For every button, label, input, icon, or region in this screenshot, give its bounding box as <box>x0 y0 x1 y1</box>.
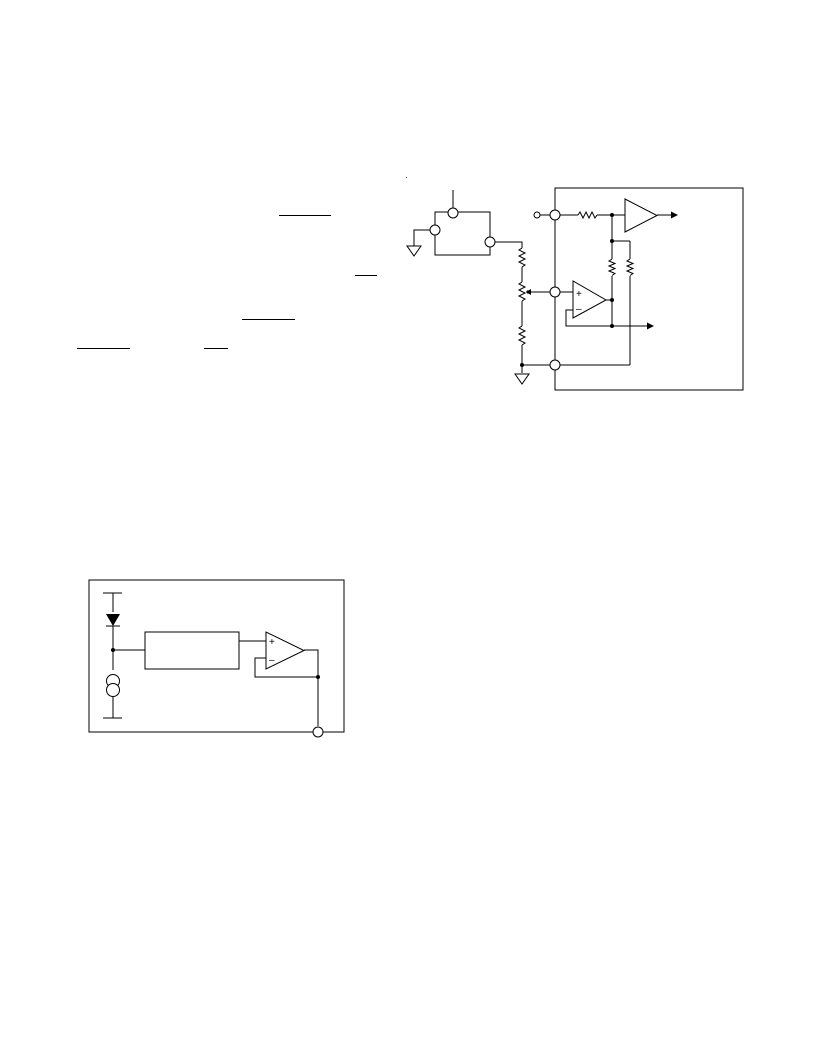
source-pin-left <box>429 224 441 236</box>
divider-resistor-2 <box>625 258 635 276</box>
device-pin-ground <box>549 359 561 371</box>
opamp-upper-minus: – <box>576 304 582 315</box>
lower-circuit-diagram: + – <box>88 579 345 738</box>
divider-resistor-1 <box>607 258 617 276</box>
stray-mark <box>406 177 407 178</box>
diode <box>106 614 120 626</box>
fraction-bar-3 <box>242 319 295 320</box>
ground-symbol-1 <box>406 245 422 257</box>
ground-symbol-2 <box>514 373 530 385</box>
source-pin-right <box>484 236 496 248</box>
upper-circuit-diagram: + – <box>406 187 744 391</box>
fraction-bar-5 <box>204 348 228 349</box>
lower-device-box <box>88 579 345 733</box>
buffer-amplifier <box>624 198 659 233</box>
resistor-bottom <box>517 325 527 346</box>
source-block <box>434 211 491 256</box>
opamp-lower <box>265 631 306 670</box>
lower-output-pin <box>312 726 324 738</box>
opamp-upper <box>572 280 608 319</box>
fraction-bar-4 <box>77 348 130 349</box>
device-pin-trim <box>549 286 561 298</box>
fraction-bar-2 <box>355 275 377 276</box>
device-pin-output <box>549 209 561 221</box>
potentiometer <box>517 281 527 302</box>
opamp-lower-plus: + <box>269 637 275 648</box>
source-pin-top <box>447 207 459 219</box>
series-resistor <box>577 210 598 220</box>
resistor-top <box>517 247 527 268</box>
opamp-upper-plus: + <box>576 289 582 300</box>
opamp-lower-minus: – <box>269 655 275 666</box>
function-block <box>144 631 240 670</box>
fraction-bar-1 <box>279 215 331 216</box>
